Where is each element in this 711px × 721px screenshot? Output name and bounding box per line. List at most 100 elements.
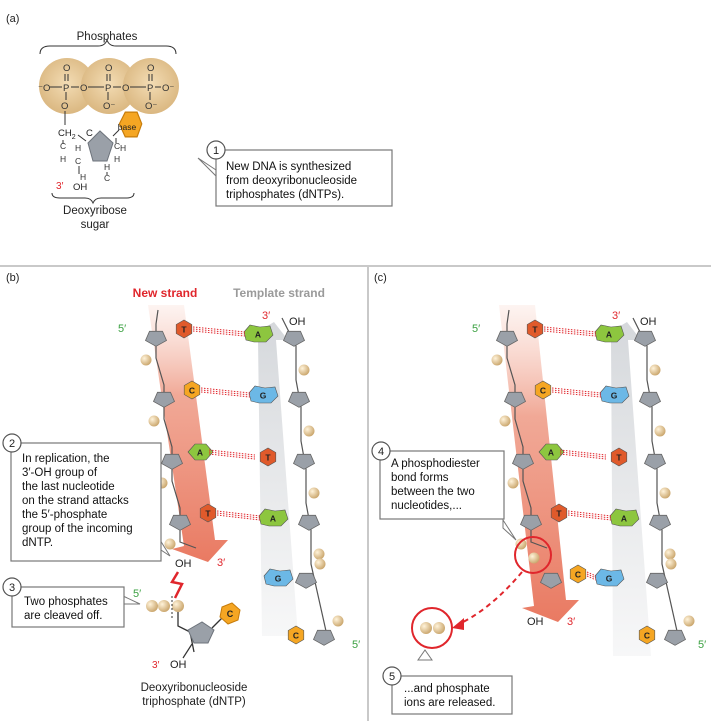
phosphate-circle-1 xyxy=(39,58,95,114)
new-sugar xyxy=(152,391,176,408)
panel-c-label: (c) xyxy=(374,272,387,284)
svg-text:O: O xyxy=(63,63,70,74)
svg-text:⁻O: ⁻O xyxy=(38,83,50,94)
base-A xyxy=(609,508,640,527)
step-1-badge xyxy=(206,140,226,160)
callout-3: 3 Two phosphates are cleaved off. xyxy=(2,577,141,628)
svg-text:C: C xyxy=(227,609,234,619)
deoxyribose-sugar: CH2 C CH HC CH HC H H 3′ OH xyxy=(56,128,126,193)
oh-top-c: OH xyxy=(640,316,657,328)
base-C xyxy=(534,380,552,400)
base-letter: G xyxy=(260,391,267,401)
template-sugar xyxy=(645,572,669,589)
hydrogen-bond xyxy=(200,391,251,398)
svg-text:O: O xyxy=(80,83,87,94)
base-letter: T xyxy=(205,509,211,519)
callout-2: 2 In replication, the 3′-OH group of the… xyxy=(2,433,171,562)
hydrogen-bond xyxy=(586,575,597,581)
released-phosphate xyxy=(420,622,432,634)
base-letter: C xyxy=(644,631,650,641)
phosphate-ball xyxy=(659,487,671,499)
released-phosphate xyxy=(433,622,445,634)
hydrogen-bond xyxy=(551,387,602,394)
phosphate-bonds xyxy=(50,74,161,125)
base-letter: A xyxy=(255,330,261,340)
svg-text:O: O xyxy=(122,83,129,94)
phosphates-brace xyxy=(39,38,177,55)
phosphate-ball xyxy=(654,425,666,437)
step-3-badge xyxy=(2,577,22,597)
template-sugar xyxy=(294,572,318,589)
hydrogen-bond xyxy=(192,330,246,337)
dntp-caption-1: Deoxyribonucleoside xyxy=(141,682,248,694)
base-G xyxy=(599,385,630,404)
phosphate-ball xyxy=(146,600,158,612)
phosphate-chemistry: ⁻O P O P O P O⁻ O O O O O⁻ O⁻ xyxy=(38,63,174,112)
svg-text:O: O xyxy=(61,101,68,112)
panel-a: (a) Phosphates ⁻O P O P O P O⁻ O O O O O… xyxy=(6,13,393,231)
hydrogen-bond xyxy=(551,391,602,398)
phosphate-circle-2 xyxy=(81,58,137,114)
template-sugar xyxy=(287,391,311,408)
hydrogen-bond xyxy=(551,389,602,396)
new-strand-arrow-c xyxy=(499,305,579,622)
phosphate-ball xyxy=(332,615,344,627)
incoming-dntp: 5′ C 3′ OH xyxy=(133,588,241,671)
base-letter: A xyxy=(548,448,554,458)
base-T xyxy=(259,447,277,467)
callout-2-text: In replication, the 3′-OH group of the l… xyxy=(22,453,136,549)
template-strand-arrow-c xyxy=(600,322,651,656)
base-hexagon xyxy=(118,111,143,138)
base-letter: A xyxy=(197,448,203,458)
base-C xyxy=(287,625,305,645)
phosphate-ball xyxy=(148,415,160,427)
hydrogen-bond xyxy=(192,326,246,333)
prime5-bottom-b: 5′ xyxy=(352,639,360,651)
base-letter: A xyxy=(621,514,627,524)
svg-text:H: H xyxy=(120,143,126,153)
dntp-sugar xyxy=(187,621,215,644)
template-sugar xyxy=(648,514,672,531)
hydrogen-bond xyxy=(567,512,612,519)
template-sugar xyxy=(297,514,321,531)
svg-text:C: C xyxy=(104,173,110,183)
base-letter: G xyxy=(611,391,618,401)
prime3-top-b: 3′ xyxy=(262,310,270,322)
svg-text:H: H xyxy=(75,143,81,153)
template-strand-arrow xyxy=(247,322,298,636)
hydrogen-bond xyxy=(543,330,597,337)
svg-text:H: H xyxy=(80,172,86,182)
base-C xyxy=(569,564,587,584)
svg-text:O⁻: O⁻ xyxy=(103,101,115,112)
base-letter: T xyxy=(556,509,562,519)
base-letter: C xyxy=(293,631,299,641)
base-letter: A xyxy=(606,330,612,340)
hydrogen-bond xyxy=(200,387,251,394)
phosphate-ball xyxy=(649,364,661,376)
template-sugar xyxy=(312,629,336,646)
prime5-top-c: 5′ xyxy=(472,323,480,335)
prime5-top-b: 5′ xyxy=(118,323,126,335)
svg-text:P: P xyxy=(63,83,69,94)
sugar-label-1: Deoxyribose xyxy=(63,205,127,217)
template-strand-label: Template strand xyxy=(233,286,325,300)
base-C xyxy=(638,625,656,645)
step-4-badge xyxy=(371,441,391,461)
phosphate-ball xyxy=(528,552,540,564)
phosphate-ball xyxy=(314,558,326,570)
phosphate-ball xyxy=(683,615,695,627)
svg-text:O: O xyxy=(147,63,154,74)
base-T xyxy=(610,447,628,467)
attack-bolt xyxy=(170,571,184,599)
step-5-number: 5 xyxy=(389,671,395,683)
released-ions-circle xyxy=(411,607,453,649)
prime3-dntp: 3′ xyxy=(152,660,160,671)
base-letter: A xyxy=(270,514,276,524)
phosphate-ball xyxy=(308,487,320,499)
phosphate-ball xyxy=(499,415,511,427)
base-A xyxy=(243,324,274,343)
phosphate-ball xyxy=(303,425,315,437)
oh-top-b: OH xyxy=(289,316,306,328)
